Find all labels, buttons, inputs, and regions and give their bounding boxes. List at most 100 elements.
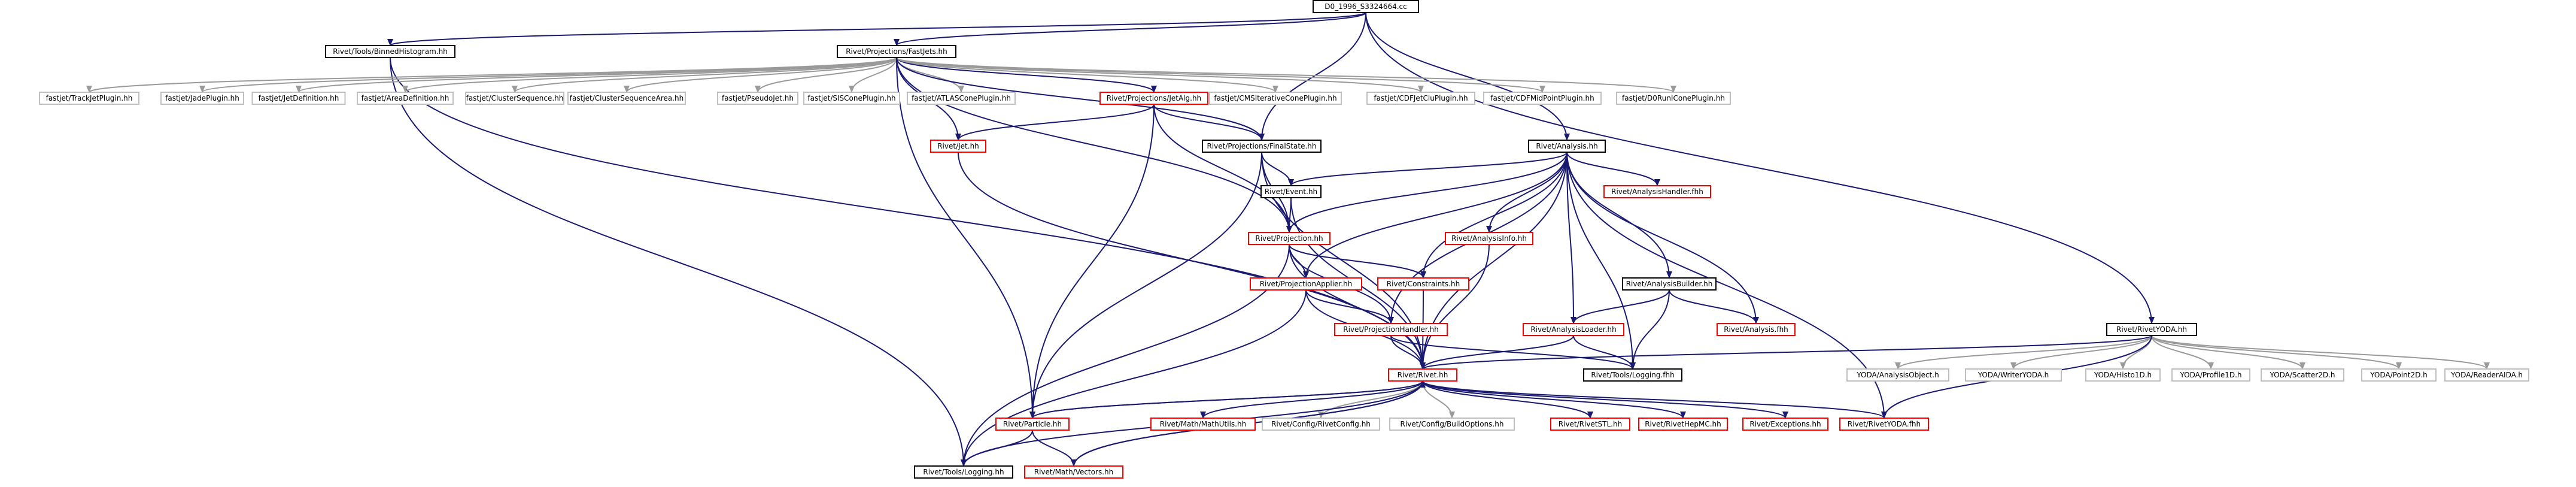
node-buildopts: Rivet/Config/BuildOptions.hh	[1389, 418, 1515, 431]
node-label-cdfjetclu: fastjet/CDFJetCluPlugin.hh	[1374, 94, 1468, 102]
node-box-cdfjetclu	[1366, 92, 1475, 105]
node-box-jet	[930, 140, 986, 153]
node-logginghh[interactable]: Rivet/Tools/Logging.fhh	[1583, 368, 1682, 382]
edge-rivetyoda-to-readeraida	[2151, 335, 2490, 370]
node-point2d: YODA/Point2D.h	[2361, 368, 2437, 382]
edge-analysis-to-projection	[1286, 152, 1568, 233]
node-constraints[interactable]: Rivet/Constraints.hh	[1377, 277, 1469, 291]
node-particle[interactable]: Rivet/Particle.hh	[995, 418, 1070, 431]
node-box-clseqarea	[567, 92, 686, 105]
node-box-siscone	[803, 92, 900, 105]
node-box-rivetyodafhh	[1839, 418, 1929, 431]
node-box-readeraida	[2444, 368, 2529, 382]
node-projection[interactable]: Rivet/Projection.hh	[1248, 232, 1330, 245]
node-label-writeryoda: YODA/WriterYODA.h	[1977, 371, 2049, 379]
node-label-root: D0_1996_S3324664.cc	[1325, 2, 1407, 11]
edge-fastjets-to-clseqarea	[624, 57, 897, 93]
node-label-clseq: fastjet/ClusterSequence.hh	[466, 94, 564, 102]
nodes-layer: D0_1996_S3324664.ccRivet/Tools/BinnedHis…	[39, 0, 2529, 479]
node-label-vectors: Rivet/Math/Vectors.hh	[1034, 468, 1113, 476]
node-box-rivetstl	[1550, 418, 1630, 431]
edge-rivetyoda-to-writeryoda	[2010, 335, 2152, 370]
node-label-rivetyoda: Rivet/RivetYODA.hh	[2116, 325, 2187, 334]
node-pseudojet: fastjet/PseudoJet.hh	[717, 92, 798, 105]
node-box-particle	[995, 418, 1070, 431]
node-label-fastjets: Rivet/Projections/FastJets.hh	[846, 47, 947, 56]
node-box-cmsit	[1209, 92, 1342, 105]
edge-jetalg-to-jet	[955, 104, 1155, 141]
node-label-anainfo: Rivet/AnalysisInfo.hh	[1451, 234, 1527, 243]
edge-rivet-to-exceptions	[1422, 380, 1788, 419]
node-label-event: Rivet/Event.hh	[1265, 187, 1317, 196]
node-anainfo[interactable]: Rivet/AnalysisInfo.hh	[1445, 232, 1533, 245]
node-anahandler[interactable]: Rivet/AnalysisHandler.fhh	[1603, 185, 1711, 198]
edge-fastjets-to-cmsit	[896, 57, 1278, 93]
node-anabuilder[interactable]: Rivet/AnalysisBuilder.hh	[1622, 277, 1717, 291]
node-label-analysisfhh: Rivet/Analysis.fhh	[1724, 325, 1788, 334]
edge-analysis-to-anahandler	[1566, 152, 1660, 186]
node-profile1d: YODA/Profile1D.h	[2171, 368, 2250, 382]
node-box-rivet	[1388, 368, 1457, 382]
node-root[interactable]: D0_1996_S3324664.cc	[1313, 0, 1419, 13]
edge-analoader-to-logginghh	[1573, 335, 1636, 370]
node-finalstate[interactable]: Rivet/Projections/FinalState.hh	[1202, 140, 1322, 153]
node-projhandler[interactable]: Rivet/ProjectionHandler.hh	[1334, 323, 1448, 336]
edge-particle-to-vectors	[1032, 429, 1077, 467]
node-label-analysis: Rivet/Analysis.hh	[1536, 142, 1597, 150]
edge-root-to-analysis	[1365, 12, 1570, 141]
node-rivet[interactable]: Rivet/Rivet.hh	[1388, 368, 1457, 382]
edge-fastjets-to-particle	[896, 57, 1035, 419]
node-box-jade	[160, 92, 244, 105]
node-jet[interactable]: Rivet/Jet.hh	[930, 140, 986, 153]
node-event[interactable]: Rivet/Event.hh	[1260, 185, 1322, 198]
node-rivetstl[interactable]: Rivet/RivetSTL.hh	[1550, 418, 1630, 431]
node-box-analysis	[1528, 140, 1606, 153]
node-label-atlas: fastjet/ATLASConePlugin.hh	[912, 94, 1011, 102]
node-jade: fastjet/JadePlugin.hh	[160, 92, 244, 105]
edge-rivetyoda-to-profile1d	[2151, 335, 2214, 370]
node-cdfmid: fastjet/CDFMidPointPlugin.hh	[1483, 92, 1602, 105]
node-box-root	[1313, 0, 1419, 13]
node-box-clseq	[465, 92, 564, 105]
node-fastjets[interactable]: Rivet/Projections/FastJets.hh	[837, 45, 956, 58]
edge-analysis-to-constraints	[1420, 152, 1568, 279]
node-projapplier[interactable]: Rivet/ProjectionApplier.hh	[1250, 277, 1362, 291]
node-scatter2d: YODA/Scatter2D.h	[2261, 368, 2344, 382]
edge-jetalg-to-projection	[1153, 104, 1292, 233]
node-box-buildopts	[1389, 418, 1515, 431]
node-rivetyodafhh[interactable]: Rivet/RivetYODA.fhh	[1839, 418, 1929, 431]
node-jetalg[interactable]: Rivet/Projections/JetAlg.hh	[1099, 92, 1208, 105]
node-label-anabuilder: Rivet/AnalysisBuilder.hh	[1626, 280, 1713, 288]
edge-fastjets-to-cdfjetclu	[896, 57, 1424, 93]
node-logging[interactable]: Rivet/Tools/Logging.hh	[914, 465, 1013, 479]
node-analoader[interactable]: Rivet/AnalysisLoader.hh	[1523, 323, 1624, 336]
node-box-vectors	[1024, 465, 1123, 479]
node-binned[interactable]: Rivet/Tools/BinnedHistogram.hh	[325, 45, 455, 58]
node-label-cdfmid: fastjet/CDFMidPointPlugin.hh	[1490, 94, 1594, 102]
edge-fastjets-to-cdfmid	[896, 57, 1545, 93]
edge-fastjets-to-trackjet	[86, 57, 897, 93]
node-analysisfhh[interactable]: Rivet/Analysis.fhh	[1717, 323, 1796, 336]
node-box-areadef	[357, 92, 454, 105]
node-atlas: fastjet/ATLASConePlugin.hh	[907, 92, 1016, 105]
node-mathutils[interactable]: Rivet/Math/MathUtils.hh	[1150, 418, 1256, 431]
node-vectors[interactable]: Rivet/Math/Vectors.hh	[1024, 465, 1123, 479]
node-label-particle: Rivet/Particle.hh	[1003, 420, 1062, 428]
edge-rivetyoda-to-point2d	[2151, 335, 2402, 370]
node-label-finalstate: Rivet/Projections/FinalState.hh	[1207, 142, 1317, 150]
node-exceptions[interactable]: Rivet/Exceptions.hh	[1742, 418, 1828, 431]
edge-anabuilder-to-analoader	[1570, 289, 1670, 324]
edge-fastjets-to-finalstate	[896, 57, 1265, 141]
node-hepmc[interactable]: Rivet/RivetHepMC.hh	[1638, 418, 1728, 431]
node-rivetyoda[interactable]: Rivet/RivetYODA.hh	[2106, 323, 2197, 336]
edge-analysis-to-analysisfhh	[1566, 152, 1759, 324]
node-box-point2d	[2361, 368, 2437, 382]
node-label-rivet: Rivet/Rivet.hh	[1398, 371, 1448, 379]
node-cmsit: fastjet/CMSIterativeConePlugin.hh	[1209, 92, 1342, 105]
node-analysis[interactable]: Rivet/Analysis.hh	[1528, 140, 1606, 153]
node-histo1d: YODA/Histo1D.h	[2085, 368, 2161, 382]
node-box-logging	[914, 465, 1013, 479]
node-box-d0run1	[1616, 92, 1731, 105]
node-label-anaobject: YODA/AnalysisObject.h	[1856, 371, 1939, 379]
node-box-analysisfhh	[1717, 323, 1796, 336]
